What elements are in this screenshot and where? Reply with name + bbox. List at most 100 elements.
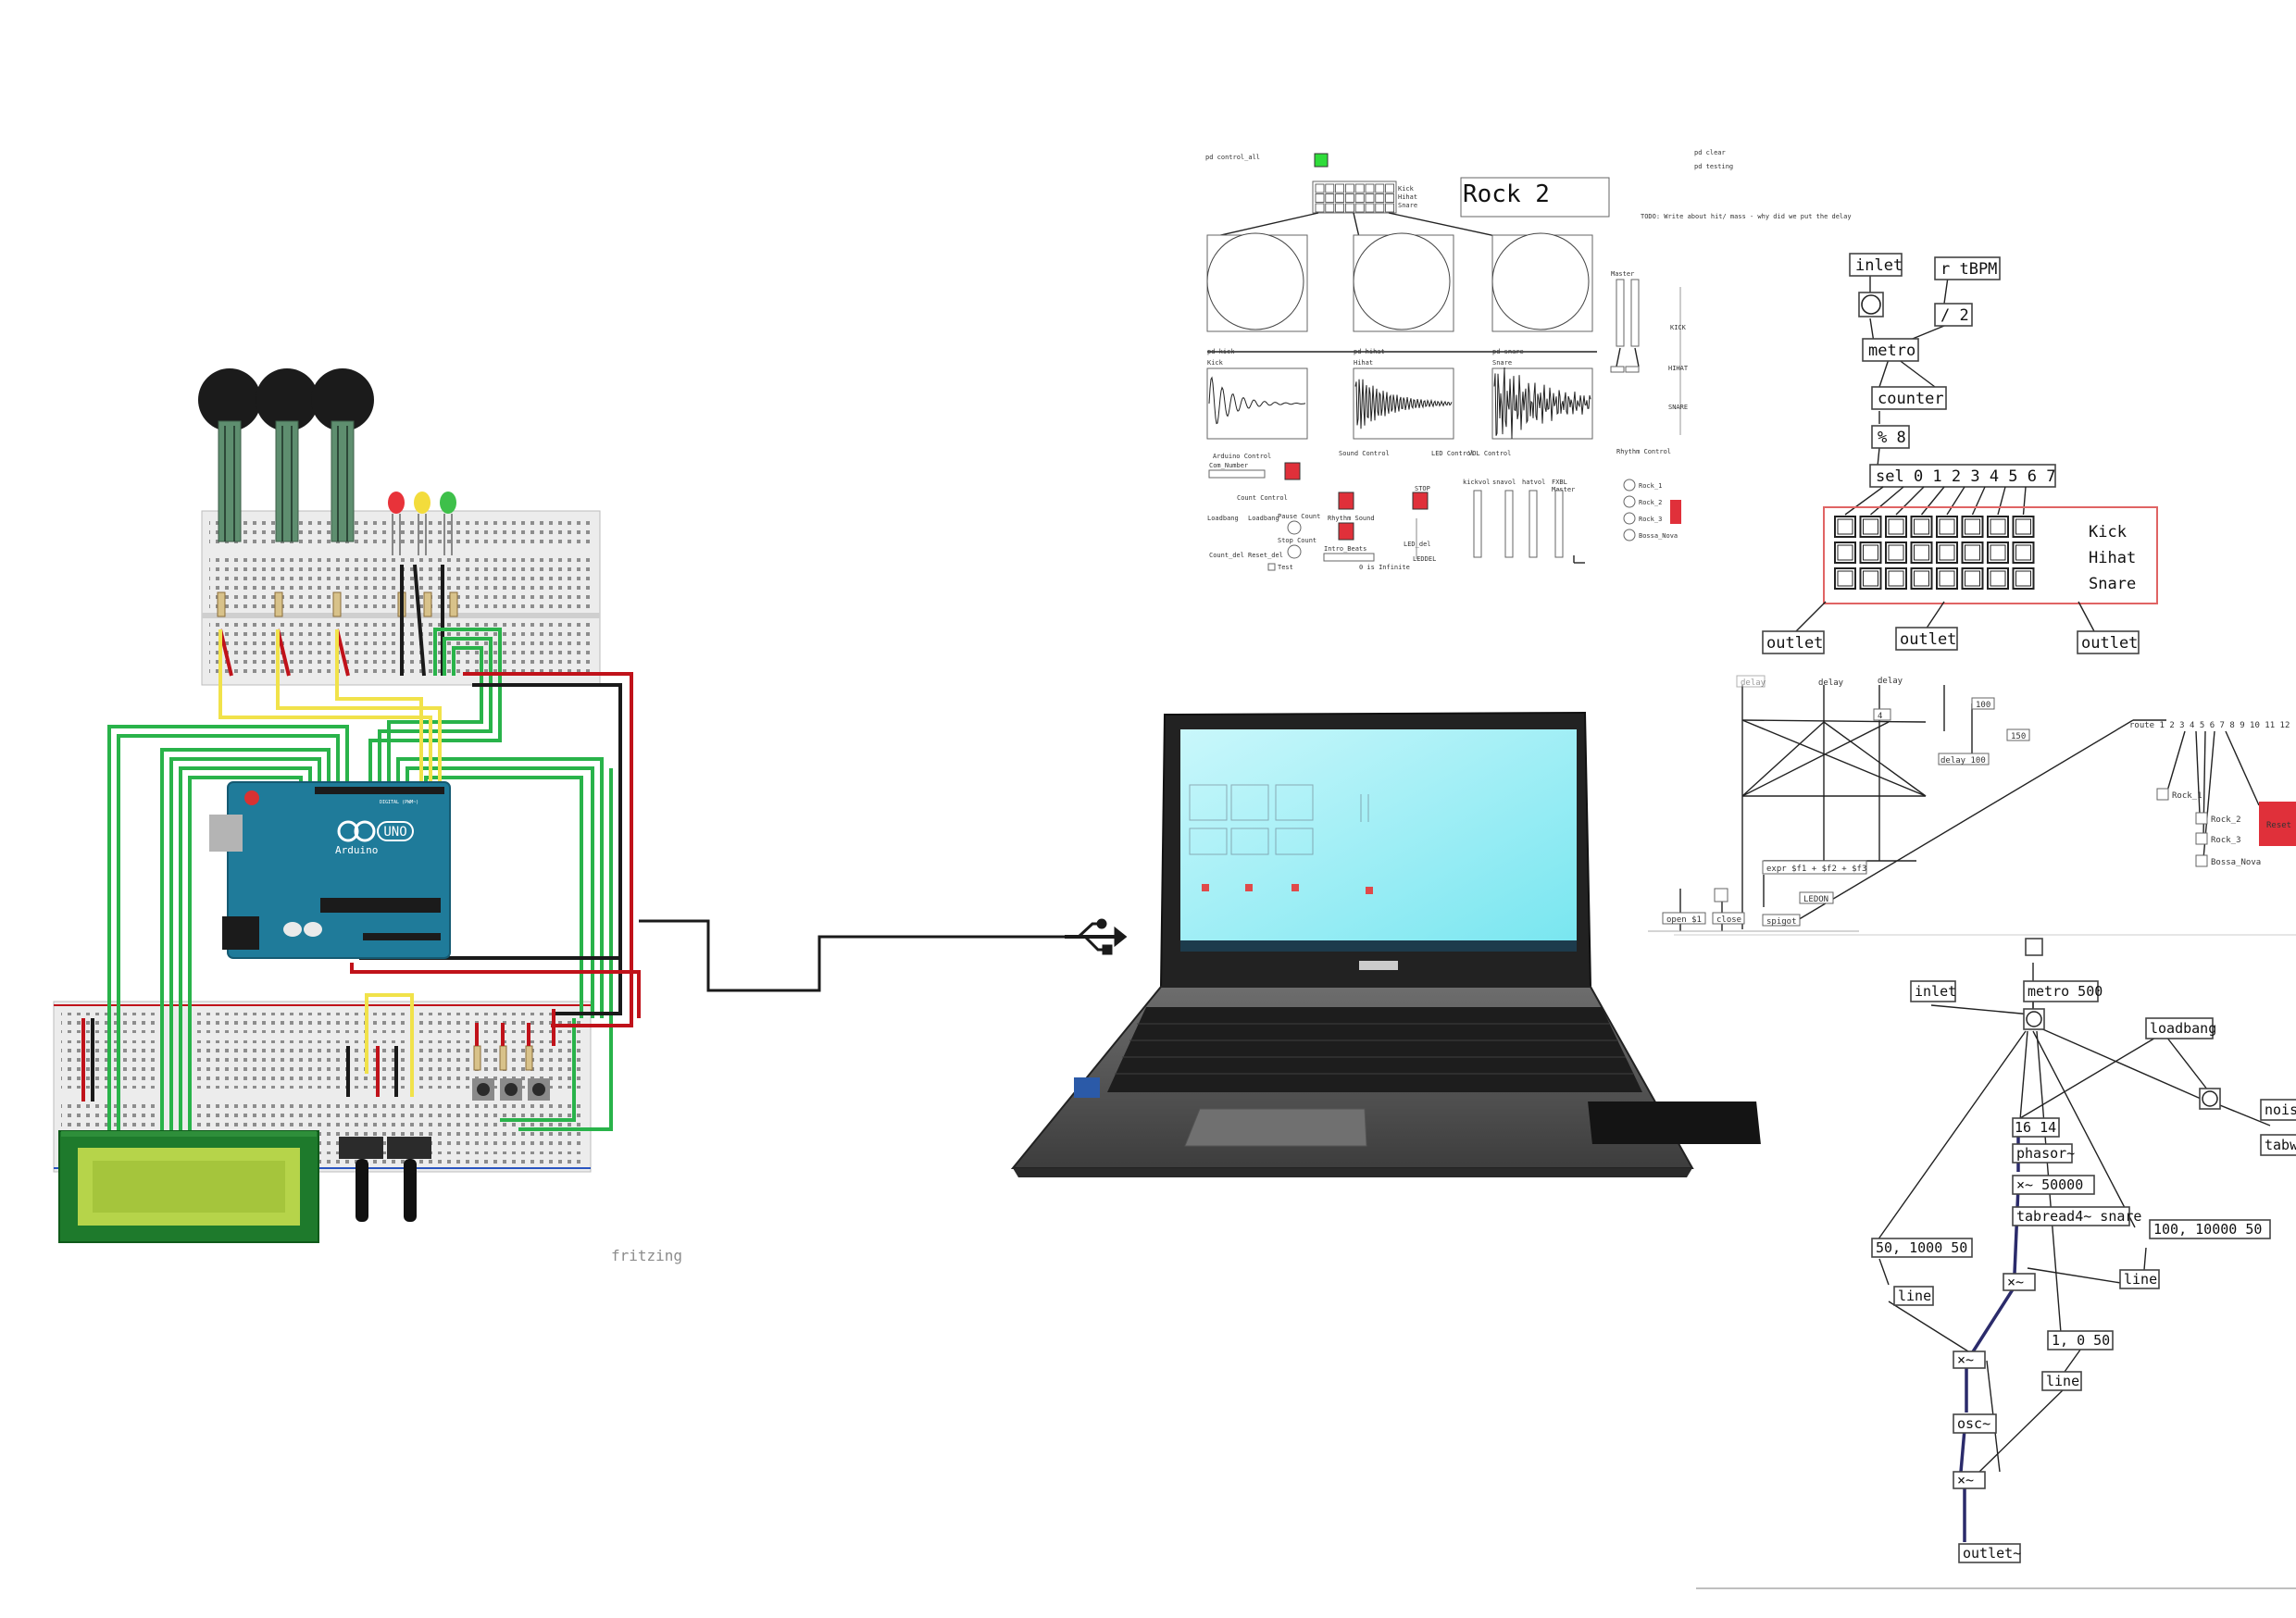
hatvol-slider[interactable] (1529, 490, 1538, 558)
seq-grid-toggle[interactable] (1936, 541, 1958, 564)
mini-grid-toggle[interactable] (1315, 203, 1325, 213)
pd-testing-msg[interactable]: pd testing (1694, 163, 1733, 170)
mini-grid-toggle[interactable] (1345, 183, 1354, 193)
seq-grid-toggle[interactable] (1885, 516, 1907, 538)
mini-grid-toggle[interactable] (1385, 183, 1394, 193)
seq-grid-toggle[interactable] (1834, 541, 1856, 564)
mid-reset-toggle[interactable] (2259, 802, 2296, 846)
seq-mod[interactable] (1871, 425, 1910, 449)
synth-line-c[interactable] (2041, 1371, 2082, 1391)
synth-noise[interactable] (2260, 1099, 2296, 1121)
hihat-circle[interactable] (1353, 232, 1451, 330)
synth-line-a[interactable] (1893, 1286, 1934, 1306)
seq-grid-toggle[interactable] (1885, 567, 1907, 590)
synth-msg-a[interactable] (1871, 1238, 1973, 1258)
mini-grid-toggle[interactable] (1315, 183, 1325, 193)
mini-grid-toggle[interactable] (1345, 193, 1354, 203)
mid-bang-rock1[interactable] (2156, 788, 2169, 801)
seq-grid-toggle[interactable] (1910, 567, 1933, 590)
seq-grid-toggle[interactable] (1987, 567, 2009, 590)
synth-msg-b[interactable] (2149, 1219, 2271, 1239)
synth-mul-a[interactable] (2003, 1273, 2036, 1291)
pause-count-bang[interactable] (1287, 520, 1302, 535)
synth-mul-b[interactable] (1953, 1350, 1986, 1369)
seq-outlet-3[interactable] (2077, 630, 2140, 654)
mid-spigot[interactable] (1762, 914, 1801, 927)
mini-grid-toggle[interactable] (1354, 203, 1365, 213)
com-number-radio[interactable] (1208, 469, 1266, 479)
mid-bang-rock2[interactable] (2195, 812, 2208, 825)
mini-grid-toggle[interactable] (1335, 183, 1344, 193)
mini-grid-toggle[interactable] (1365, 183, 1375, 193)
kick-circle[interactable] (1206, 232, 1304, 330)
mid-delay-3[interactable]: delay (1878, 677, 1903, 686)
master-number-2[interactable] (1625, 366, 1640, 373)
mid-ledon[interactable] (1799, 891, 1834, 904)
synth-msg-1614[interactable] (2012, 1117, 2060, 1138)
synth-tabread[interactable] (2012, 1206, 2130, 1226)
mini-grid-toggle[interactable] (1375, 193, 1385, 203)
mid-close-msg[interactable] (1712, 912, 1745, 925)
seq-receive-tbpm[interactable] (1934, 256, 2001, 280)
seq-grid-toggle[interactable] (1910, 516, 1933, 538)
seq-grid-toggle[interactable] (1936, 567, 1958, 590)
mid-bang-rock3[interactable] (2195, 832, 2208, 845)
red-toggle-1[interactable] (1284, 462, 1301, 480)
seq-divide[interactable] (1934, 303, 1973, 327)
seq-metro[interactable] (1862, 338, 1919, 362)
seq-grid-toggle[interactable] (1859, 516, 1882, 538)
seq-grid-toggle[interactable] (2012, 516, 2035, 538)
rhythm-bang-bossanova[interactable] (1623, 529, 1636, 541)
mini-grid-toggle[interactable] (1375, 183, 1385, 193)
pd-hihat-subpatch[interactable]: pd hihat (1354, 348, 1385, 355)
snavol-slider[interactable] (1504, 490, 1514, 558)
seq-counter[interactable] (1871, 386, 1947, 410)
pd-green-bang[interactable] (1314, 153, 1329, 168)
rhythm-red-toggle[interactable] (1670, 500, 1681, 524)
mid-route[interactable]: route 1 2 3 4 5 6 7 8 9 10 11 12 (2129, 721, 2290, 730)
pd-kick-subpatch[interactable]: pd kick (1207, 348, 1235, 355)
synth-inlet[interactable] (1910, 980, 1956, 1002)
synth-mul-c[interactable] (1953, 1471, 1986, 1489)
mid-num-4[interactable] (1873, 708, 1891, 721)
synth-loadbang[interactable] (2145, 1017, 2214, 1039)
mini-grid-toggle[interactable] (1365, 193, 1375, 203)
seq-grid-toggle[interactable] (1834, 516, 1856, 538)
mini-grid-toggle[interactable] (1375, 203, 1385, 213)
seq-grid-toggle[interactable] (1961, 516, 1984, 538)
intro-beats-radio[interactable] (1323, 553, 1375, 562)
mini-grid-toggle[interactable] (1345, 203, 1354, 213)
seq-grid-toggle[interactable] (1910, 541, 1933, 564)
master-slider-2[interactable] (1630, 279, 1640, 347)
mid-expr[interactable] (1762, 860, 1867, 875)
snare-circle[interactable] (1491, 232, 1590, 330)
synth-osc[interactable] (1953, 1413, 1997, 1434)
seq-grid-toggle[interactable] (1859, 567, 1882, 590)
seq-grid-toggle[interactable] (1987, 516, 2009, 538)
seq-inlet[interactable] (1849, 253, 1903, 277)
mini-grid-toggle[interactable] (1365, 203, 1375, 213)
mid-bang-bossanova[interactable] (2195, 854, 2208, 867)
red-toggle-2[interactable] (1338, 522, 1354, 541)
synth-metro[interactable] (2023, 980, 2099, 1002)
red-toggle-4[interactable] (1412, 492, 1429, 510)
master-number-1[interactable] (1610, 366, 1625, 373)
synth-mul-50000[interactable] (2012, 1175, 2095, 1195)
mid-delay100[interactable] (1938, 753, 1990, 765)
synth-msg-c[interactable] (2047, 1330, 2114, 1350)
fxbl-slider[interactable] (1554, 490, 1564, 558)
seq-grid-toggle[interactable] (1885, 541, 1907, 564)
rhythm-bang-rock3[interactable] (1623, 512, 1636, 525)
seq-grid-toggle[interactable] (1961, 567, 1984, 590)
mini-grid-toggle[interactable] (1335, 193, 1344, 203)
test-toggle[interactable] (1267, 563, 1276, 571)
synth-bang-top[interactable] (2025, 938, 2043, 956)
stop-count-bang[interactable] (1287, 544, 1302, 559)
mid-delay-box-1[interactable] (1736, 675, 1766, 688)
mid-delay-2[interactable]: delay (1818, 678, 1844, 688)
mid-open-msg[interactable] (1662, 912, 1706, 925)
mini-grid-toggle[interactable] (1385, 193, 1394, 203)
mini-grid-toggle[interactable] (1325, 193, 1335, 203)
seq-grid-toggle[interactable] (1961, 541, 1984, 564)
rhythm-name-box[interactable] (1460, 177, 1610, 218)
